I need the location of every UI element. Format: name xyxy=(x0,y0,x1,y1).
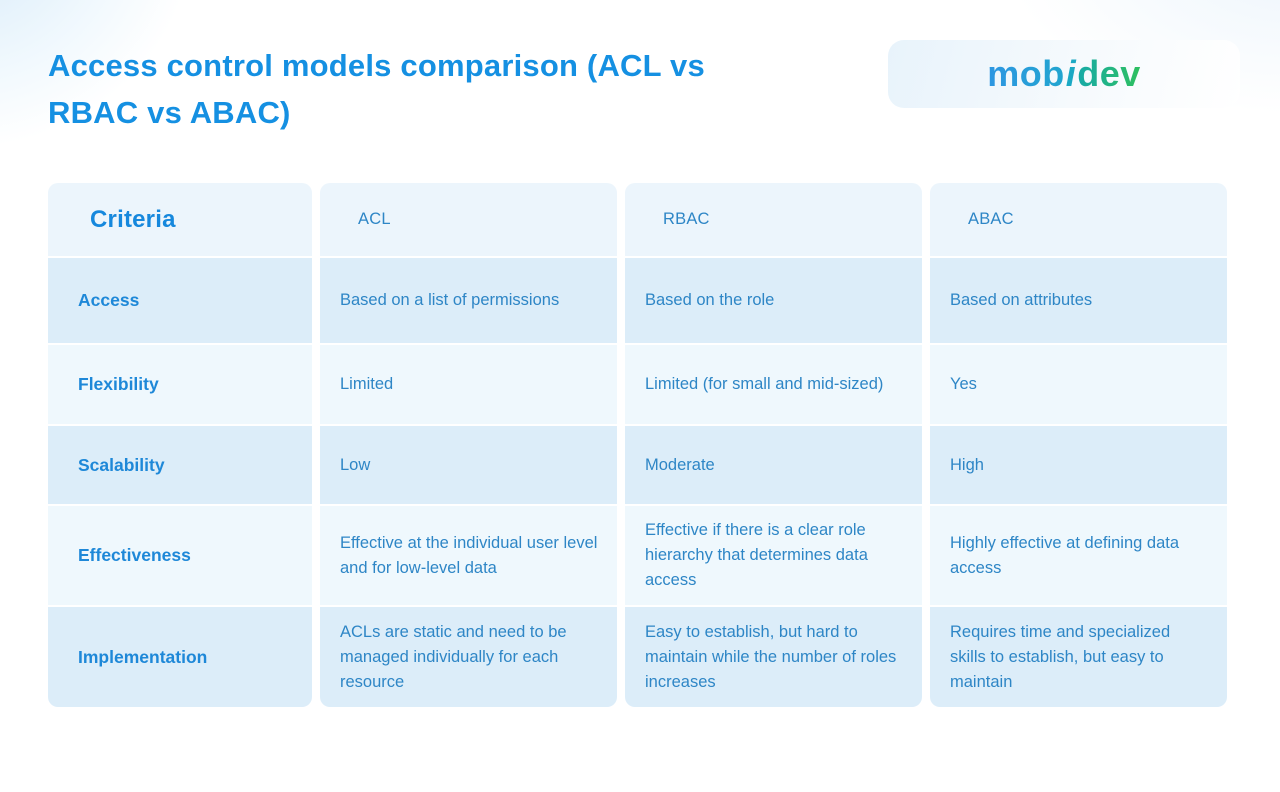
row-label-access: Access xyxy=(48,258,312,343)
cell-flexibility-abac: Yes xyxy=(930,345,1227,424)
row-label-scalability: Scalability xyxy=(48,426,312,504)
column-abac: ABAC Based on attributes Yes High Highly… xyxy=(930,183,1227,707)
column-header-rbac: RBAC xyxy=(625,183,922,256)
logo-part-dev: dev xyxy=(1077,53,1141,94)
cell-scalability-abac: High xyxy=(930,426,1227,504)
column-criteria: Criteria Access Flexibility Scalability … xyxy=(48,183,312,707)
cell-flexibility-rbac: Limited (for small and mid-sized) xyxy=(625,345,922,424)
cell-access-acl: Based on a list of permissions xyxy=(320,258,617,343)
cell-access-abac: Based on attributes xyxy=(930,258,1227,343)
column-header-abac: ABAC xyxy=(930,183,1227,256)
page-title-line2: RBAC vs ABAC) xyxy=(48,95,291,130)
cell-scalability-rbac: Moderate xyxy=(625,426,922,504)
cell-effectiveness-abac: Highly effective at defining data access xyxy=(930,506,1227,605)
cell-scalability-acl: Low xyxy=(320,426,617,504)
cell-access-rbac: Based on the role xyxy=(625,258,922,343)
mobidev-logo: mobidev xyxy=(987,56,1141,92)
row-label-effectiveness: Effectiveness xyxy=(48,506,312,605)
page-title: Access control models comparison (ACL vs… xyxy=(48,42,868,136)
comparison-table: Criteria Access Flexibility Scalability … xyxy=(48,183,1227,707)
logo-part-i: i xyxy=(1065,53,1077,94)
column-acl: ACL Based on a list of permissions Limit… xyxy=(320,183,617,707)
cell-flexibility-acl: Limited xyxy=(320,345,617,424)
logo-part-mob: mob xyxy=(987,53,1065,94)
column-header-acl: ACL xyxy=(320,183,617,256)
cell-implementation-acl: ACLs are static and need to be managed i… xyxy=(320,607,617,707)
column-rbac: RBAC Based on the role Limited (for smal… xyxy=(625,183,922,707)
cell-implementation-rbac: Easy to establish, but hard to maintain … xyxy=(625,607,922,707)
cell-effectiveness-rbac: Effective if there is a clear role hiera… xyxy=(625,506,922,605)
page-title-line1: Access control models comparison (ACL vs xyxy=(48,48,705,83)
column-header-criteria: Criteria xyxy=(48,183,312,256)
row-label-implementation: Implementation xyxy=(48,607,312,707)
cell-effectiveness-acl: Effective at the individual user level a… xyxy=(320,506,617,605)
cell-implementation-abac: Requires time and specialized skills to … xyxy=(930,607,1227,707)
logo-panel: mobidev xyxy=(888,40,1240,108)
row-label-flexibility: Flexibility xyxy=(48,345,312,424)
